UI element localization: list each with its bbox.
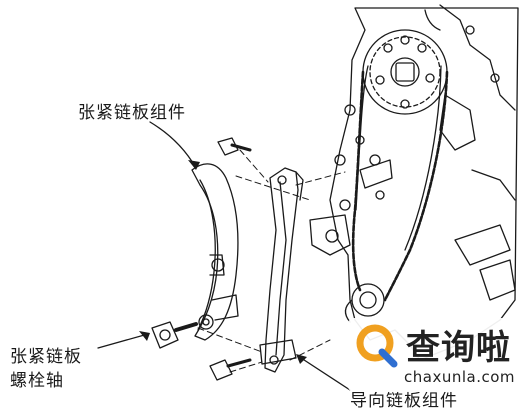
tensioner-housing xyxy=(309,214,351,256)
assembly-lines xyxy=(197,149,346,373)
timing-chain xyxy=(351,65,449,302)
label-tensioner-arm: 张紧链板组件 xyxy=(78,103,186,123)
label-guide-arm: 导向链板组件 xyxy=(350,380,515,410)
label-tensioner-bolt-line1: 张紧链板 xyxy=(10,347,82,367)
leader-bolt xyxy=(97,333,149,349)
tensioner-arm xyxy=(191,163,239,341)
lower-bolt xyxy=(209,358,252,381)
watermark-logo: 查询啦 chaxunla.com xyxy=(348,318,518,392)
upper-bolt xyxy=(217,137,252,156)
cam-sprocket xyxy=(362,29,448,115)
leader-guide xyxy=(297,355,351,391)
guide-arm xyxy=(259,167,304,373)
label-guide-arm-text: 导向链板组件 xyxy=(350,391,458,410)
watermark-domain: chaxunla.com xyxy=(404,368,515,386)
watermark-name: 查询啦 xyxy=(406,328,511,368)
search-q-icon xyxy=(356,324,398,368)
label-tensioner-bolt-line2: 螺栓轴 xyxy=(10,371,64,391)
block-edge xyxy=(439,4,516,111)
pivot-bolt xyxy=(151,321,198,349)
